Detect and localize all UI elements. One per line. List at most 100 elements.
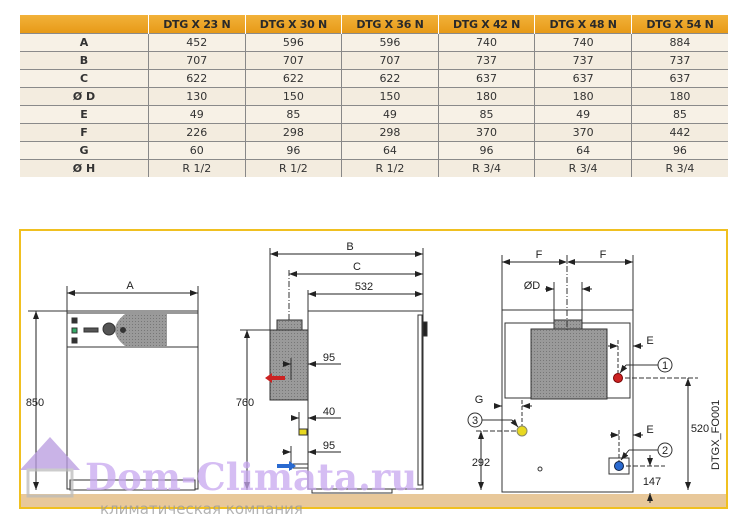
table-cell: 740 xyxy=(534,33,632,52)
table-cell: 637 xyxy=(438,69,536,88)
floor xyxy=(21,494,726,507)
table-cell: 96 xyxy=(245,141,343,160)
column-header: DTG X 23 N xyxy=(148,15,246,34)
table-cell: R 3/4 xyxy=(438,159,536,177)
table-cell: 85 xyxy=(438,105,536,124)
rear-view xyxy=(467,255,698,503)
cold-water-inlet-arrow xyxy=(277,461,296,471)
header-corner xyxy=(20,15,149,34)
table-cell: 130 xyxy=(148,87,246,106)
table-cell: 60 xyxy=(148,141,246,160)
side-depth-label: 532 xyxy=(355,281,373,293)
front-height-label: 850 xyxy=(26,397,44,409)
table-cell: 64 xyxy=(534,141,632,160)
side-c-label: C xyxy=(353,261,361,273)
rear-g-label: G xyxy=(475,394,484,406)
table-cell: 737 xyxy=(534,51,632,70)
table-cell: 596 xyxy=(341,33,439,52)
watermark-brand: Dom-Climata.ru xyxy=(85,455,417,499)
table-cell: 49 xyxy=(534,105,632,124)
drawing-code: DTGX_FO001 xyxy=(710,400,722,470)
table-cell: 707 xyxy=(341,51,439,70)
table-cell: 180 xyxy=(438,87,536,106)
table-cell: R 1/2 xyxy=(341,159,439,177)
table-cell: 622 xyxy=(245,69,343,88)
marker-2: 2 xyxy=(662,445,668,457)
table-cell: 64 xyxy=(341,141,439,160)
rear-d-label: ØD xyxy=(524,280,541,292)
cold-water-connection-icon xyxy=(614,461,624,471)
rear-height-520: 520 xyxy=(691,423,709,435)
row-label: Ø H xyxy=(20,159,149,177)
table-cell: 884 xyxy=(631,33,728,52)
table-cell: 180 xyxy=(534,87,632,106)
row-label: Ø D xyxy=(20,87,149,106)
row-label: G xyxy=(20,141,149,160)
marker-3: 3 xyxy=(472,415,478,427)
table-cell: 442 xyxy=(631,123,728,142)
rear-f-left-label: F xyxy=(536,249,543,261)
table-cell: 622 xyxy=(341,69,439,88)
hot-water-connection-icon xyxy=(613,373,623,383)
table-cell: 707 xyxy=(245,51,343,70)
table-cell: 737 xyxy=(438,51,536,70)
hot-water-outlet-arrow xyxy=(265,373,285,383)
row-label: E xyxy=(20,105,149,124)
table-cell: R 1/2 xyxy=(245,159,343,177)
table-cell: 298 xyxy=(341,123,439,142)
front-view xyxy=(28,286,199,491)
side-height-label: 760 xyxy=(236,397,254,409)
table-cell: 85 xyxy=(631,105,728,124)
table-cell: 49 xyxy=(148,105,246,124)
row-label: A xyxy=(20,33,149,52)
table-cell: 370 xyxy=(438,123,536,142)
watermark-tagline: климатическая компания xyxy=(100,500,303,518)
side-dim-95-bottom: 95 xyxy=(323,440,335,452)
table-cell: 96 xyxy=(631,141,728,160)
table-cell: 370 xyxy=(534,123,632,142)
marker-1: 1 xyxy=(662,360,668,372)
table-cell: 637 xyxy=(631,69,728,88)
table-cell: 49 xyxy=(341,105,439,124)
rear-height-292: 292 xyxy=(472,457,490,469)
table-cell: 150 xyxy=(341,87,439,106)
table-cell: 226 xyxy=(148,123,246,142)
table-cell: 596 xyxy=(245,33,343,52)
table-cell: 740 xyxy=(438,33,536,52)
column-header: DTG X 42 N xyxy=(438,15,536,34)
side-view xyxy=(240,248,428,494)
table-cell: 85 xyxy=(245,105,343,124)
row-label: F xyxy=(20,123,149,142)
table-cell: 622 xyxy=(148,69,246,88)
table-cell: R 3/4 xyxy=(534,159,632,177)
column-header: DTG X 36 N xyxy=(341,15,439,34)
table-cell: 180 xyxy=(631,87,728,106)
table-cell: 298 xyxy=(245,123,343,142)
gas-connection-icon xyxy=(516,425,528,437)
rear-f-right-label: F xyxy=(600,249,607,261)
front-width-label: A xyxy=(126,280,134,292)
column-header: DTG X 48 N xyxy=(534,15,632,34)
side-dim-95-top: 95 xyxy=(323,352,335,364)
table-cell: R 3/4 xyxy=(631,159,728,177)
side-b-label: B xyxy=(346,241,353,253)
row-label: B xyxy=(20,51,149,70)
table-cell: 707 xyxy=(148,51,246,70)
watermark: Dom-Climata.ru климатическая компания xyxy=(20,437,417,518)
table-cell: R 1/2 xyxy=(148,159,246,177)
row-label: C xyxy=(20,69,149,88)
column-header: DTG X 54 N xyxy=(631,15,728,34)
rear-height-147: 147 xyxy=(643,476,661,488)
side-dim-40: 40 xyxy=(323,406,335,418)
table-cell: 452 xyxy=(148,33,246,52)
